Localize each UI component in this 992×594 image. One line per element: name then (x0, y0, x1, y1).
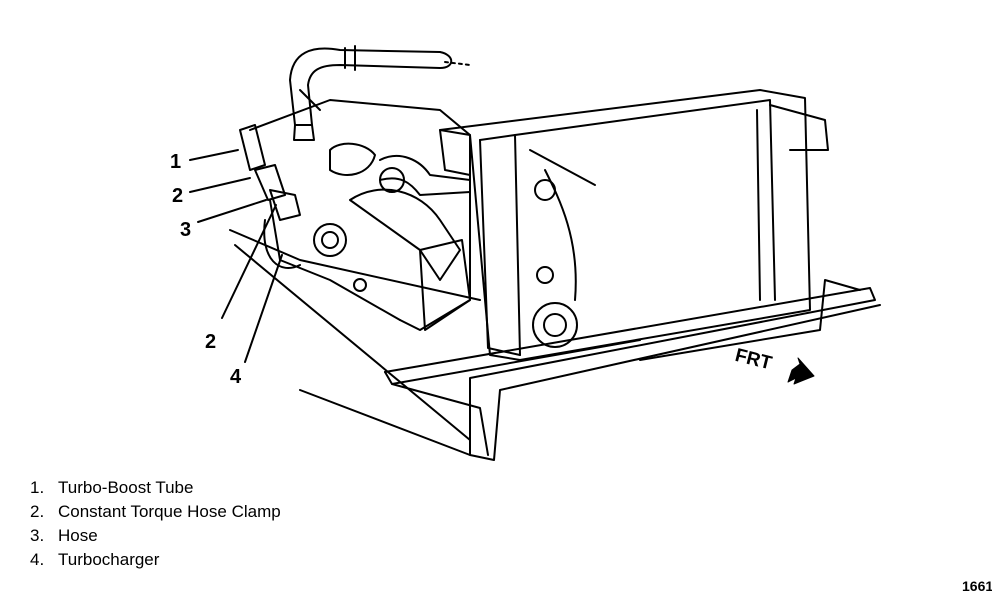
legend-text: Turbocharger (58, 550, 160, 569)
legend-number: 4. (30, 550, 45, 569)
legend-item: 2. Constant Torque Hose Clamp (30, 500, 281, 524)
callout-3: 3 (180, 219, 192, 241)
legend-number: 2. (30, 502, 45, 521)
figure-number: 1661 (962, 578, 992, 594)
callout-4: 4 (230, 366, 242, 388)
engine-block (249, 89, 596, 348)
radiator (439, 89, 829, 361)
frame-rail (229, 229, 881, 461)
legend-number: 3. (30, 526, 45, 545)
callout-2-upper: 2 (172, 185, 184, 207)
turbo-boost-tube (289, 45, 471, 196)
legend-item: 3. Hose (30, 524, 281, 548)
legend-number: 1. (30, 478, 45, 497)
callout-1: 1 (170, 151, 182, 173)
dashed-line (444, 61, 471, 66)
legend-item: 4. Turbocharger (30, 548, 281, 572)
legend-text: Turbo-Boost Tube (58, 478, 194, 497)
legend-item: 1. Turbo-Boost Tube (30, 476, 281, 500)
legend: 1. Turbo-Boost Tube 2. Constant Torque Hos… (30, 476, 281, 572)
legend-text: Constant Torque Hose Clamp (58, 502, 281, 521)
callout-2-lower: 2 (205, 331, 217, 353)
arrow-right-icon (787, 357, 815, 385)
legend-text: Hose (58, 526, 98, 545)
leader-lines (189, 149, 283, 363)
